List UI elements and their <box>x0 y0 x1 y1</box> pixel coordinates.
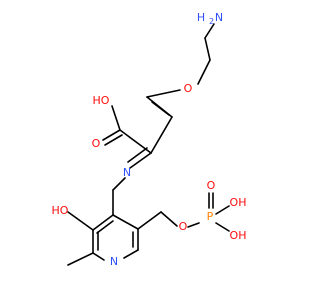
bond-vinyl-double-b <box>151 101 170 116</box>
ether-o-label: O <box>184 82 193 95</box>
bond-c-o-double-b <box>104 134 123 146</box>
bond-o-ch <box>146 89 181 98</box>
bond-ch-c <box>150 116 173 154</box>
bond-c-n-double-b <box>127 147 148 163</box>
bond-c-n-double-a <box>129 152 152 169</box>
bond-c-o-double-a <box>102 129 121 141</box>
amino-n-label: N <box>215 11 223 24</box>
amino-h-subscript: 2 <box>209 17 214 26</box>
phosphate-oh-bottom-label: OH <box>230 229 247 242</box>
ring-bond-3 <box>123 249 139 259</box>
bond-c-oh <box>111 105 121 131</box>
ester-o-label: O <box>179 220 188 233</box>
phosphoryl-o-label: O <box>207 179 216 192</box>
molecule-diagram: H 2 N HO O O N HO N O P O OH OH <box>0 0 300 300</box>
bond-p-oh-top <box>215 205 230 215</box>
bonds <box>67 23 230 266</box>
bond-ch2-ch2 <box>204 37 211 61</box>
atom-labels: H 2 N HO O O N HO N O P O OH OH <box>52 11 247 268</box>
ring-bond-1 <box>112 214 139 230</box>
phosphate-oh-top-label: OH <box>230 196 247 209</box>
pyridine-n-label: N <box>110 255 118 268</box>
bond-ch2-o <box>197 59 211 85</box>
bond-nh2-c <box>204 23 215 39</box>
amino-h-label: H <box>197 11 205 24</box>
carboxyl-oh-label: HO <box>93 94 110 107</box>
bond-o-p <box>187 222 200 228</box>
imine-n-label: N <box>123 166 131 179</box>
ring-bond-4 <box>92 252 105 261</box>
ring-bond-6-inner <box>96 220 114 234</box>
background <box>0 0 300 300</box>
phosphorus-label: P <box>207 210 214 223</box>
bond-n-ch2 <box>112 177 126 191</box>
bond-ring-ch2 <box>137 211 162 230</box>
carboxyl-o-label: O <box>92 137 101 150</box>
bond-ring-oh <box>67 211 94 231</box>
bond-ch2-o-ester <box>160 211 178 227</box>
ring-bond-6 <box>92 214 114 231</box>
hydroxy-oh-label: HO <box>52 204 69 217</box>
bond-ring-methyl <box>67 252 94 266</box>
structure-svg: H 2 N HO O O N HO N O P O OH OH <box>0 0 300 300</box>
bond-p-oh-bottom <box>215 222 230 232</box>
